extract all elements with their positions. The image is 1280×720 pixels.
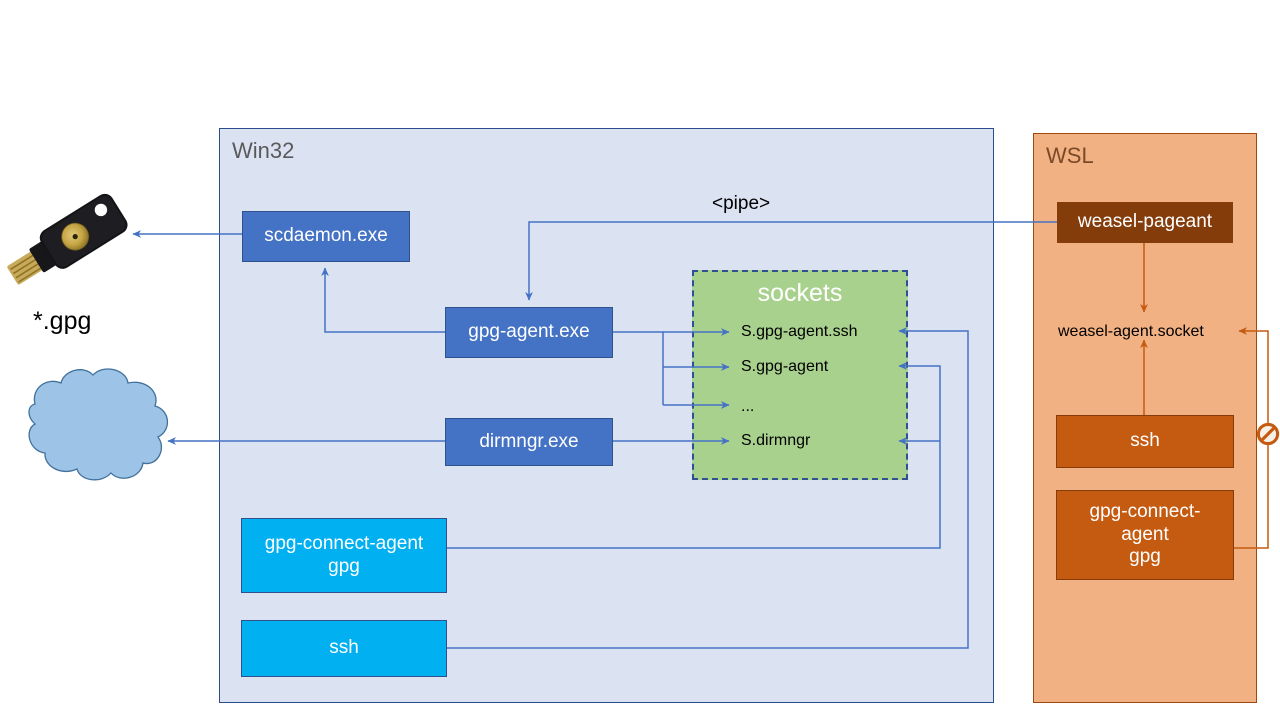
node-dirmngr-exe[interactable]: dirmngr.exe <box>445 418 613 466</box>
node-win32-ssh[interactable]: ssh <box>241 620 447 677</box>
sockets-group-title: sockets <box>757 279 843 307</box>
node-wsl-gpg-connect-agent[interactable]: gpg-connect- agent gpg <box>1056 490 1234 580</box>
node-win32-gpg-connect-agent[interactable]: gpg-connect-agent gpg <box>241 518 447 593</box>
node-scdaemon-exe[interactable]: scdaemon.exe <box>242 211 410 262</box>
label-gpg-files: *.gpg <box>33 307 92 335</box>
node-gpg-agent-exe[interactable]: gpg-agent.exe <box>445 307 613 358</box>
socket-item-dirmngr: S.dirmngr <box>741 432 811 449</box>
panel-wsl-label: WSL <box>1046 143 1094 168</box>
socket-item-gpg-agent: S.gpg-agent <box>741 358 829 375</box>
panel-win32-label: Win32 <box>232 138 295 163</box>
label-pipe: <pipe> <box>712 193 771 214</box>
yubikey-icon <box>7 193 128 285</box>
socket-item-gpg-agent-ssh: S.gpg-agent.ssh <box>741 323 858 340</box>
label-weasel-agent-socket: weasel-agent.socket <box>1058 323 1204 340</box>
cloud-label: OCSP X.509 Keyservers <box>40 409 116 469</box>
socket-item-ellipsis: ... <box>741 398 755 415</box>
node-weasel-pageant[interactable]: weasel-pageant <box>1057 202 1233 243</box>
node-wsl-ssh[interactable]: ssh <box>1056 415 1234 468</box>
no-entry-icon <box>1256 422 1280 446</box>
